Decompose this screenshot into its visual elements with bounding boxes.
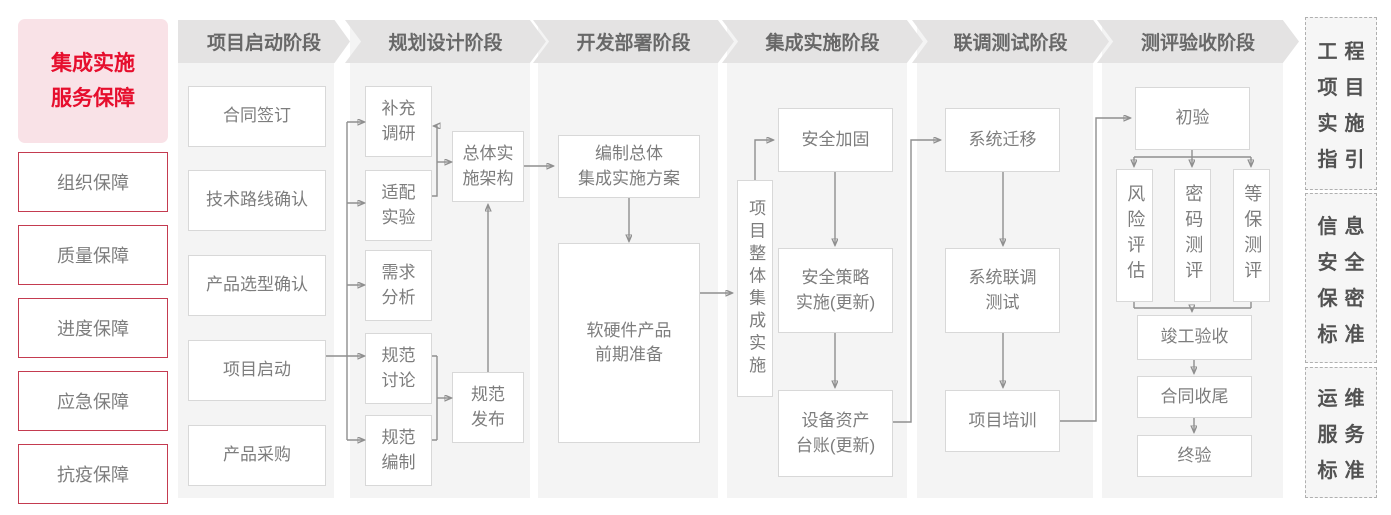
box-security-policy-impl: 安全策略 实施(更新)	[778, 248, 893, 333]
standard-word: 项目	[1317, 77, 1372, 99]
box-spec-release: 规范 发布	[452, 372, 524, 443]
box-completion-acceptance: 竣工验收	[1137, 315, 1252, 360]
box-spec-drafting: 规范 编制	[365, 415, 432, 486]
box-initial-acceptance: 初验	[1135, 87, 1250, 150]
standard-word: 运维	[1317, 388, 1372, 410]
box-adaptation-test: 适配 实验	[365, 170, 432, 241]
box-classified-protection-test: 等保测评	[1233, 169, 1270, 302]
standard-word: 标准	[1317, 323, 1372, 346]
sidebar-item-schedule: 进度保障	[18, 298, 168, 358]
standard-word: 指引	[1317, 149, 1372, 171]
box-contract-signing: 合同签订	[188, 86, 326, 147]
phase-header-integration: 集成实施阶段	[722, 20, 923, 63]
box-overall-impl-architecture: 总体实 施架构	[452, 131, 524, 202]
standard-word: 保密	[1317, 287, 1372, 310]
box-overall-integration-plan: 编制总体 集成实施方案	[558, 135, 700, 198]
box-project-kickoff: 项目启动	[188, 340, 326, 401]
phase-header-planning: 规划设计阶段	[345, 20, 546, 63]
box-product-procurement: 产品采购	[188, 425, 326, 486]
box-security-hardening: 安全加固	[778, 108, 893, 172]
box-hw-sw-preparation: 软硬件产品 前期准备	[558, 243, 700, 443]
box-crypto-test: 密码测评	[1174, 169, 1211, 302]
standard-word: 安全	[1317, 251, 1372, 274]
sidebar-item-quality: 质量保障	[18, 225, 168, 285]
standard-word: 工程	[1317, 41, 1372, 63]
box-risk-assessment: 风险评估	[1116, 169, 1153, 302]
phase-header-development: 开发部署阶段	[533, 20, 734, 63]
phase-header-acceptance: 测评验收阶段	[1097, 20, 1299, 63]
standard-word: 标准	[1317, 460, 1372, 482]
box-supplementary-research: 补充 调研	[365, 86, 432, 157]
box-joint-debug-test: 系统联调 测试	[945, 248, 1060, 333]
standard-word: 服务	[1317, 424, 1372, 446]
standard-box-ops-standard: 运维 服务 标准	[1305, 367, 1377, 498]
box-tech-route-confirm: 技术路线确认	[188, 170, 326, 231]
box-spec-discussion: 规范 讨论	[365, 333, 432, 404]
box-project-training: 项目培训	[945, 390, 1060, 452]
standard-box-project-guide: 工程 项目 实施 指引	[1305, 17, 1377, 190]
standard-word: 实施	[1317, 113, 1372, 135]
box-contract-closure: 合同收尾	[1137, 376, 1252, 418]
standard-word: 信息	[1317, 215, 1372, 238]
sidebar-item-organization: 组织保障	[18, 152, 168, 212]
sidebar-item-epidemic: 抗疫保障	[18, 444, 168, 504]
box-overall-integration-impl: 项目整体集成实施	[737, 180, 773, 397]
box-product-selection-confirm: 产品选型确认	[188, 255, 326, 316]
sidebar-title: 集成实施 服务保障	[18, 19, 168, 143]
box-asset-ledger-update: 设备资产 台账(更新)	[778, 390, 893, 477]
box-final-acceptance: 终验	[1137, 435, 1252, 477]
phase-header-joint-test: 联调测试阶段	[912, 20, 1109, 63]
box-requirement-analysis: 需求 分析	[365, 250, 432, 321]
sidebar-item-emergency: 应急保障	[18, 371, 168, 431]
phase-header-kickoff: 项目启动阶段	[178, 20, 350, 63]
box-system-migration: 系统迁移	[945, 108, 1060, 172]
standard-box-infosec-standard: 信息 安全 保密 标准	[1305, 193, 1377, 363]
